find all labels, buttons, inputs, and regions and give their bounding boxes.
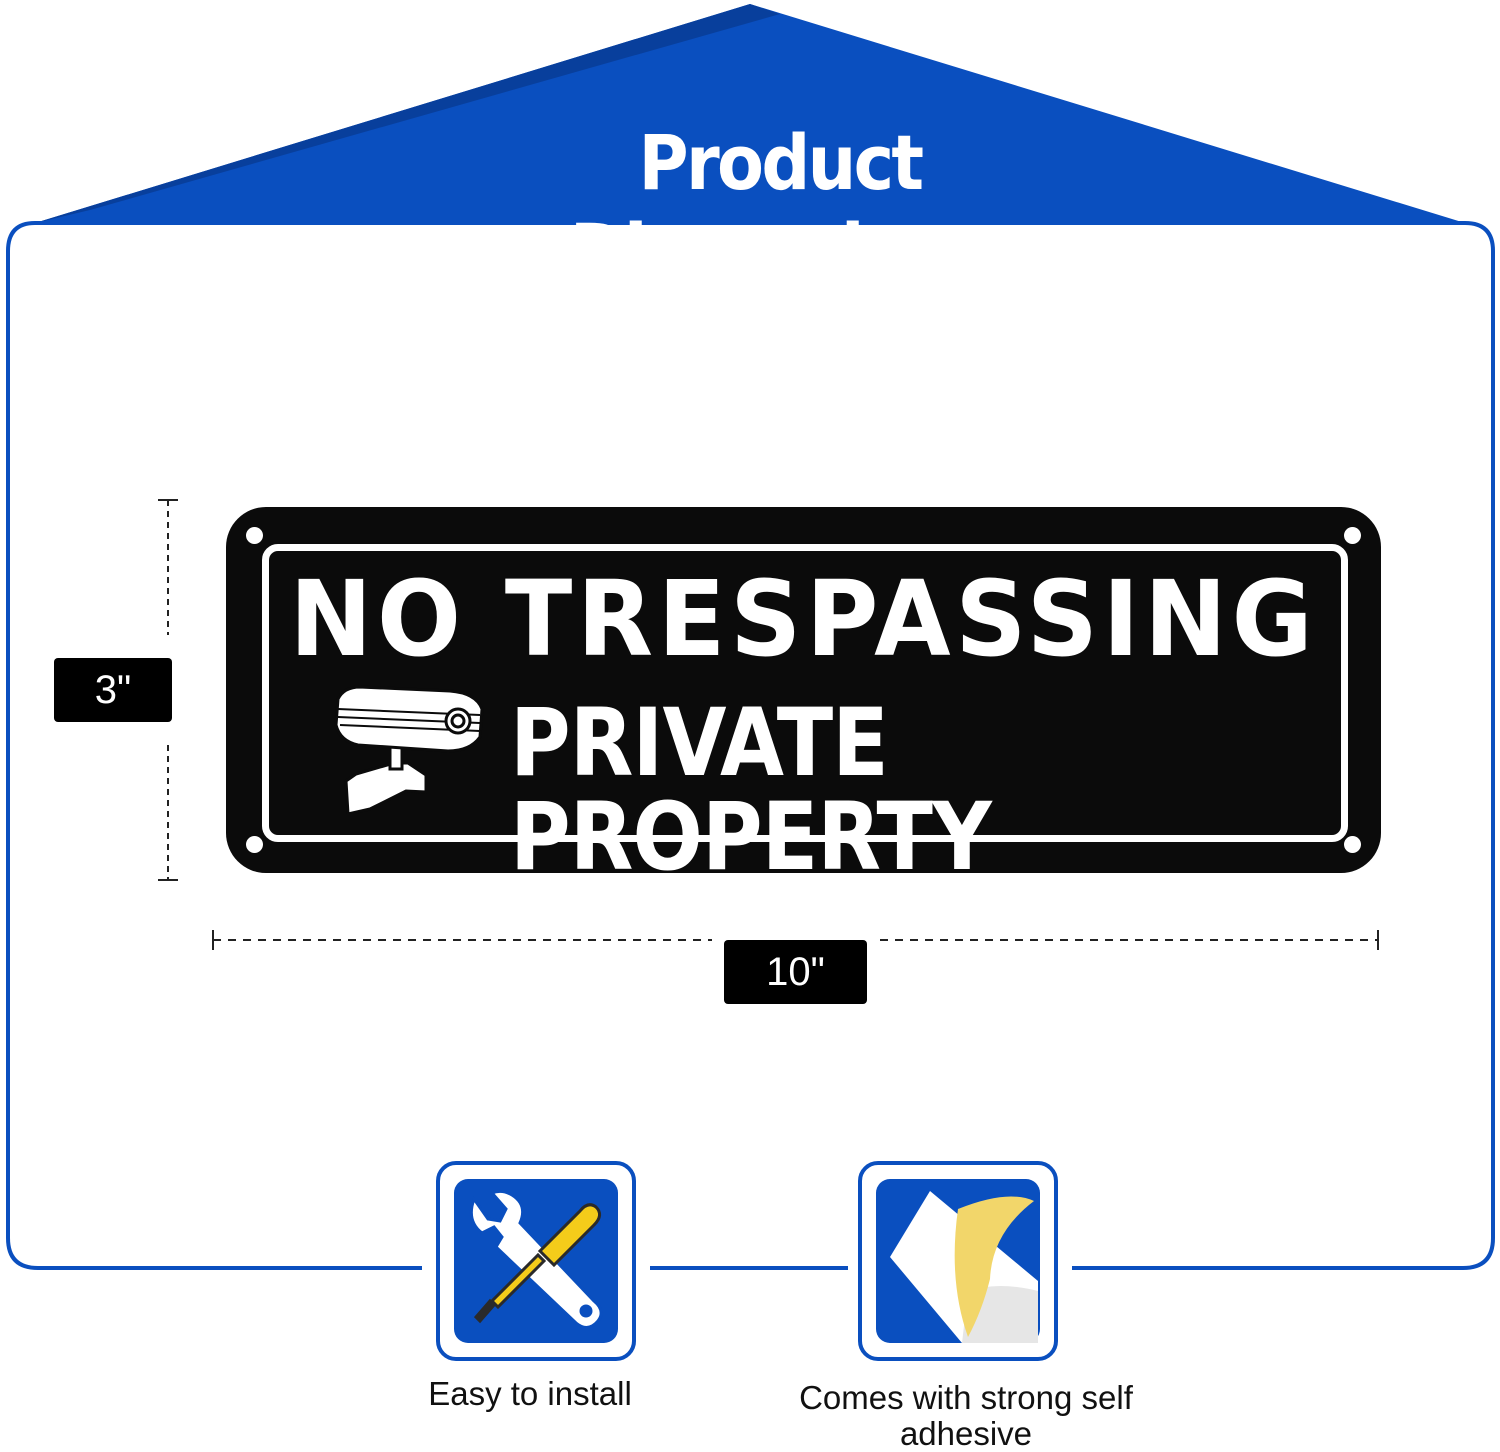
page-title: Product Dimensions [569,118,993,296]
peel-adhesive-icon [858,1161,1058,1361]
sign-line-2: PRIVATE PROPERTY [510,689,992,892]
mount-hole-top-right [1344,527,1361,544]
feature-label-easy-install: Easy to install [428,1375,632,1412]
sign-border [262,544,1348,842]
sign-line-1: NO TRESPASSING [289,558,1318,680]
no-trespassing-sign: NO TRESPASSING PRIVATE PROPERTY [226,507,1381,885]
height-dimension-label: 3" [54,658,172,722]
frame-outline [6,221,1495,1270]
roof-shape [35,4,1465,223]
width-dimension-label: 10" [724,940,867,1004]
roof-shade [35,4,780,223]
mount-hole-bottom-left [246,836,263,853]
wrench-screwdriver-icon [436,1161,636,1361]
feature-label-self-adhesive: Comes with strong self adhesive [799,1379,1133,1452]
security-camera-icon [334,685,484,814]
mount-hole-top-left [246,527,263,544]
mount-hole-bottom-right [1344,836,1361,853]
